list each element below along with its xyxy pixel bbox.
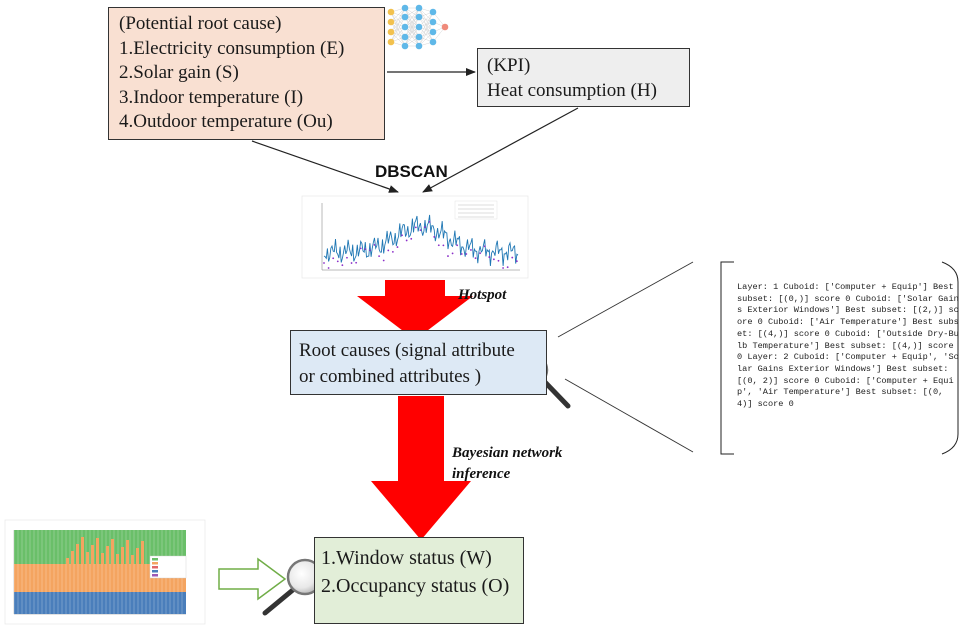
- status-item: 1.Window status (W): [321, 547, 492, 569]
- dbscan-input-arrows: [251, 107, 579, 193]
- hollow-green-arrow: [218, 557, 287, 601]
- cause-item: 1.Electricity consumption (E): [119, 37, 345, 59]
- bayesian-inference-arrow: [371, 396, 471, 540]
- code-output-text: Layer: 1 Cuboid: ['Computer + Equip'] Be…: [737, 282, 959, 410]
- causes-heading: (Potential root cause): [119, 13, 282, 34]
- bayes-label-line: inference: [452, 466, 511, 482]
- potential-root-cause-box: (Potential root cause) 1.Electricity con…: [108, 7, 385, 140]
- timeseries-plot-thumbnail: [301, 195, 529, 279]
- callout-lines: [557, 261, 694, 453]
- hotspot-arrow: [357, 280, 473, 340]
- cause-item: 4.Outdoor temperature (Ou): [119, 111, 333, 132]
- root-causes-line: Root causes (signal attribute: [299, 340, 515, 361]
- kpi-box: (KPI) Heat consumption (H): [477, 48, 690, 107]
- dbscan-label: DBSCAN: [375, 162, 448, 181]
- hotspot-label: Hotspot: [458, 287, 507, 303]
- neural-network-icon: [387, 4, 449, 50]
- kpi-label: Heat consumption (H): [487, 80, 657, 101]
- status-box: 1.Window status (W) 2.Occupancy status (…: [314, 537, 524, 624]
- root-causes-line: or combined attributes ): [299, 366, 482, 387]
- kpi-heading: (KPI): [487, 55, 531, 76]
- cause-item: 2.Solar gain (S): [119, 62, 239, 83]
- status-item: 2.Occupancy status (O): [321, 575, 510, 597]
- bayesian-inference-label: Bayesian network inference: [452, 443, 562, 485]
- cause-item: 3.Indoor temperature (I): [119, 86, 304, 108]
- root-causes-box: Root causes (signal attribute or combine…: [290, 330, 547, 395]
- code-panel-brackets: [720, 261, 959, 455]
- bayes-label-line: Bayesian network: [452, 445, 563, 461]
- stacked-bar-plot-thumbnail: [4, 519, 206, 625]
